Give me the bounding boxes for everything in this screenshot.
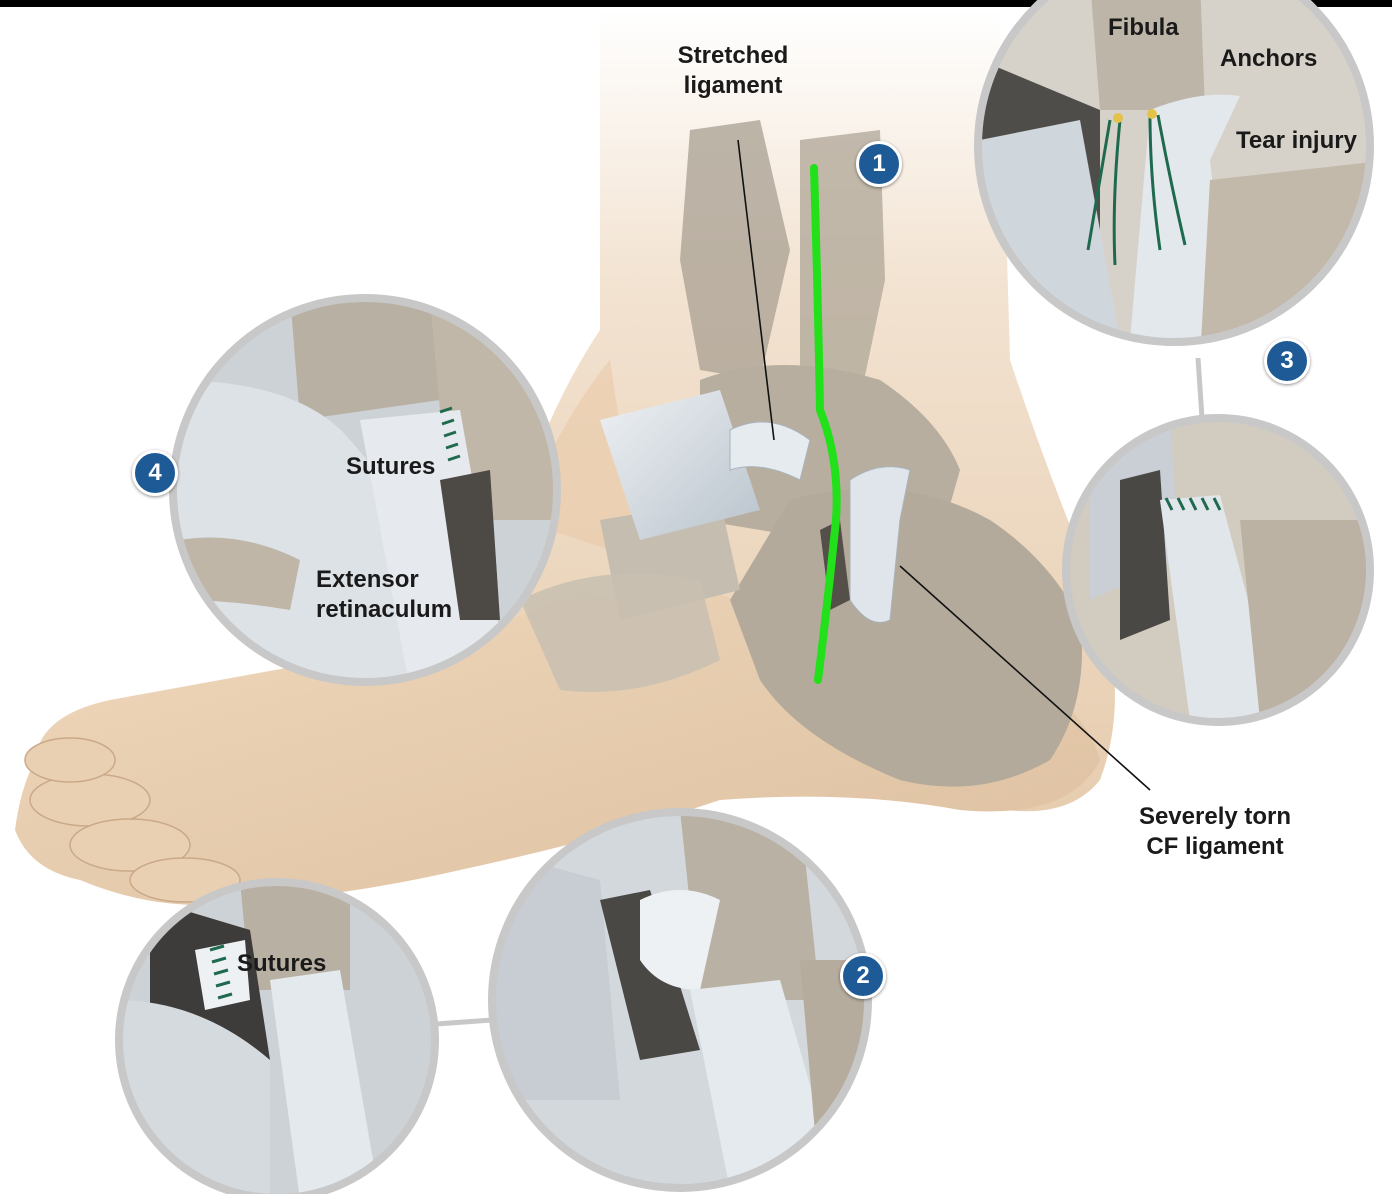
label-stretched-ligament: Stretched ligament — [648, 41, 818, 101]
label-severely-torn-cf-ligament: Severely torn CF ligament — [1110, 802, 1320, 862]
step-badge-2: 2 — [840, 953, 886, 999]
detail-circle-sutures-bottom — [115, 880, 440, 1194]
step-badge-3: 3 — [1264, 338, 1310, 384]
label-fibula: Fibula — [1108, 13, 1179, 43]
label-sutures-step4: Sutures — [346, 452, 435, 482]
label-sutures-step2: Sutures — [237, 949, 326, 979]
detail-circle-torn-ligament — [490, 810, 870, 1190]
label-extensor-retinaculum: Extensor retinaculum — [316, 565, 452, 625]
step-badge-4: 4 — [132, 450, 178, 496]
detail-circle-anchors — [970, 0, 1390, 360]
step-badge-1: 1 — [856, 141, 902, 187]
label-tear-injury: Tear injury — [1236, 126, 1357, 156]
label-anchors: Anchors — [1220, 44, 1317, 74]
